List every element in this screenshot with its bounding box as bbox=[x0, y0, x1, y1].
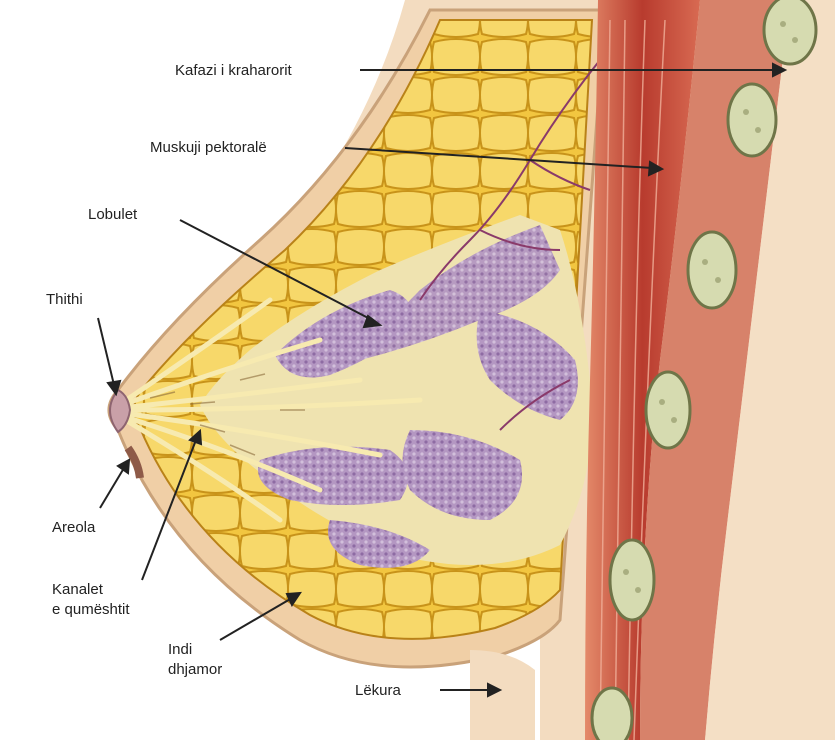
label-rib-cage: Kafazi i kraharorit bbox=[175, 61, 292, 80]
label-skin: Lëkura bbox=[355, 681, 401, 700]
label-milk-ducts-1: Kanalet bbox=[52, 580, 103, 599]
label-lobules: Lobulet bbox=[88, 205, 137, 224]
areola-leader bbox=[100, 468, 124, 508]
skin-fold bbox=[470, 650, 535, 740]
nipple-leader bbox=[98, 318, 114, 385]
label-fat-2: dhjamor bbox=[168, 660, 222, 679]
label-areola: Areola bbox=[52, 518, 95, 537]
label-milk-ducts-2: e qumështit bbox=[52, 600, 130, 619]
label-fat-1: Indi bbox=[168, 640, 192, 659]
label-nipple: Thithi bbox=[46, 290, 83, 309]
label-pectoral-muscle: Muskuji pektoralë bbox=[150, 138, 267, 157]
